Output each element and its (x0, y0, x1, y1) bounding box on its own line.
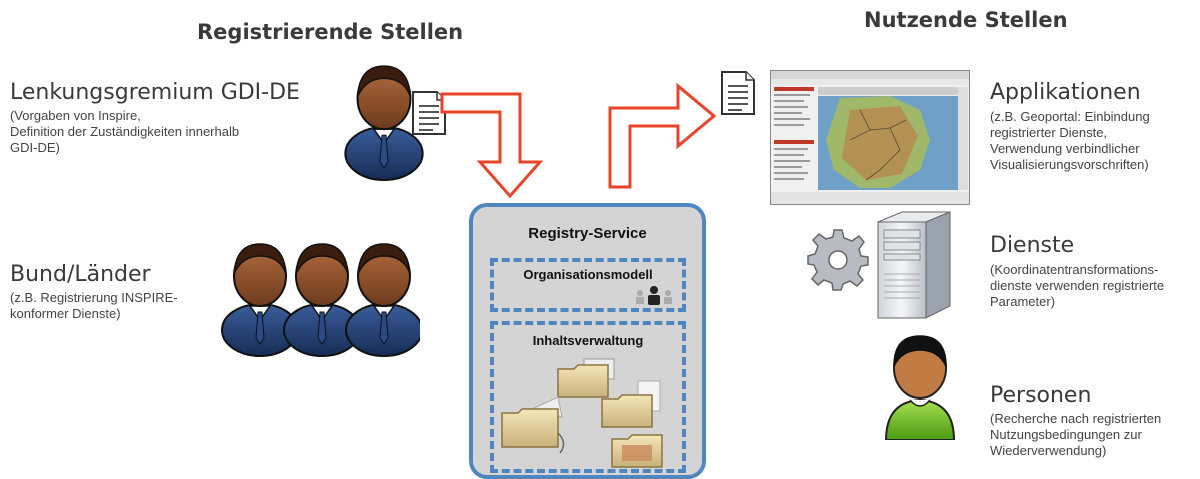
organisationsmodell-box: Organisationsmodell (490, 258, 686, 312)
dienste-desc-line: Parameter) (990, 294, 1056, 309)
lenkungsgremium-desc-line: (Vorgaben von Inspire, (10, 108, 141, 123)
personen-desc-line: (Recherche nach registrierten (990, 411, 1162, 426)
applikationen-desc-line: Visualisierungsvorschriften) (990, 157, 1149, 172)
server-icon (877, 211, 951, 319)
registry-service-box: Registry-Service Organisationsmodell Inh… (469, 203, 706, 479)
heading-registrierende-stellen: Registrierende Stellen (197, 20, 464, 44)
heading-nutzende-stellen: Nutzende Stellen (864, 8, 1068, 32)
geoportal-screenshot-icon (770, 70, 970, 205)
bund-laender-title: Bund/Länder (10, 262, 151, 287)
dienste-desc-line: dienste verwenden registrierte (990, 278, 1165, 293)
personen-description: (Recherche nach registrierten Nutzungsbe… (990, 411, 1161, 459)
document-icon (721, 71, 755, 115)
applikationen-desc-line: Verwendung verbindlicher (990, 141, 1140, 156)
inhaltsverwaltung-box: Inhaltsverwaltung (490, 321, 686, 473)
gear-icon (807, 229, 869, 291)
bund-laender-description: (z.B. Registrierung INSPIRE- konformer D… (10, 290, 178, 322)
registry-service-title: Registry-Service (528, 225, 647, 242)
applikationen-desc-line: (z.B. Geoportal: Einbindung (990, 109, 1150, 124)
personen-desc-line: Nutzungsbedingungen zur (990, 427, 1142, 442)
lenkungsgremium-desc-line: Definition der Zuständigkeiten innerhalb (10, 124, 240, 139)
personen-desc-line: Wiederverwendung) (990, 443, 1107, 458)
applikationen-description: (z.B. Geoportal: Einbindung registrierte… (990, 109, 1150, 173)
document-icon (412, 91, 446, 135)
personen-title: Personen (990, 383, 1092, 408)
bund-laender-desc-line: (z.B. Registrierung INSPIRE- (10, 290, 178, 305)
lenkungsgremium-title: Lenkungsgremium GDI-DE (10, 80, 300, 105)
applikationen-desc-line: registrierter Dienste, (990, 125, 1108, 140)
inhaltsverwaltung-label: Inhaltsverwaltung (532, 333, 644, 348)
folders-icon (501, 358, 663, 468)
applikationen-title: Applikationen (990, 80, 1141, 105)
bund-laender-desc-line: konformer Dienste) (10, 306, 121, 321)
organisationsmodell-label: Organisationsmodell (523, 267, 653, 282)
dienste-desc-line: (Koordinatentransformations- (990, 262, 1159, 277)
arrow-up-right-icon (608, 82, 717, 189)
dienste-description: (Koordinatentransformations- dienste ver… (990, 262, 1164, 310)
lenkungsgremium-description: (Vorgaben von Inspire, Definition der Zu… (10, 108, 239, 156)
arrow-down-icon (440, 92, 544, 199)
dienste-title: Dienste (990, 233, 1075, 258)
group-icon (221, 243, 420, 357)
org-people-icon (636, 286, 672, 305)
user-icon (884, 335, 956, 440)
lenkungsgremium-desc-line: GDI-DE) (10, 140, 60, 155)
